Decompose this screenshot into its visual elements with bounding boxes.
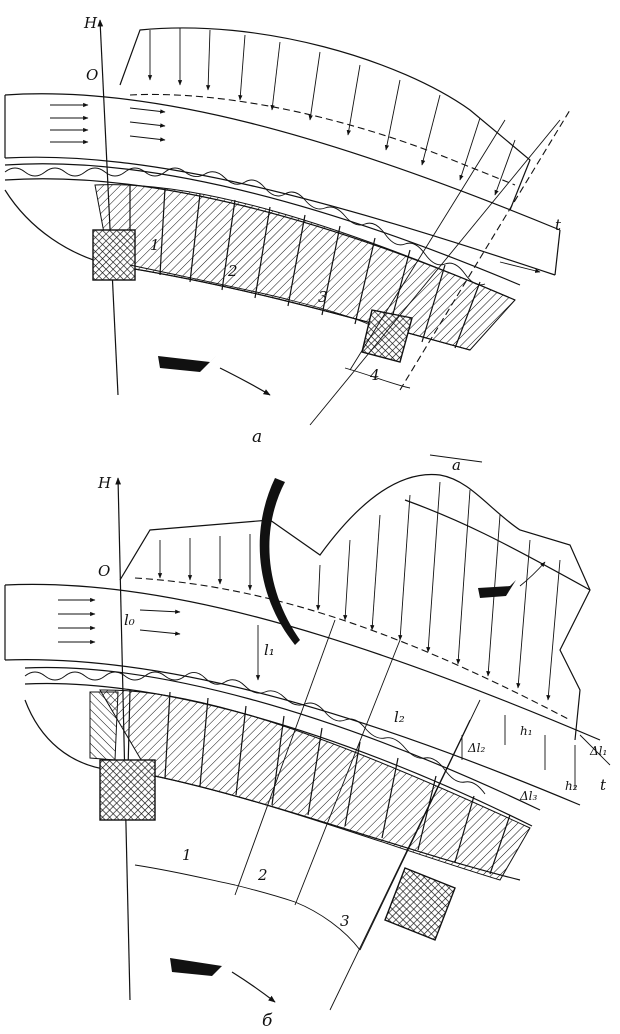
rotation-indicator-b [170, 958, 228, 976]
zone-dim-arc [129, 264, 291, 301]
zone-dim-arc-b [134, 864, 236, 886]
rotation-arrow [219, 367, 271, 396]
cord-wave-b [24, 671, 486, 795]
zone-3-label: 3 [318, 288, 328, 306]
rotation-arrow-b [231, 971, 276, 1003]
label-a: a [452, 456, 461, 474]
teeth-band [94, 184, 516, 351]
right-dimensions [461, 715, 611, 790]
load-dashed-line [129, 93, 516, 186]
support-block-right [361, 309, 413, 363]
tooth-dividers-b [127, 689, 511, 875]
axis-h-label-b: H [97, 474, 112, 492]
cord-top-b [24, 666, 541, 811]
load-arrows [147, 28, 516, 196]
label-dl1: Δl₁ [589, 744, 607, 758]
label-h2: h₂ [565, 779, 578, 793]
cord-wave [4, 167, 486, 286]
tooth-dividers [129, 185, 481, 349]
support-block-left-b [99, 759, 156, 821]
panel-b: H O a [4, 454, 611, 1031]
zone-2-label-b: 2 [257, 866, 268, 884]
axis-h-line-b [115, 477, 131, 1001]
zone-3-label-b: 3 [340, 912, 350, 930]
rim-arc-b-left [24, 699, 111, 771]
cord-top [4, 163, 521, 286]
axis-h-label: H [83, 14, 98, 32]
caption-a: а [252, 427, 262, 447]
belt-top [4, 93, 561, 231]
zone-2-label: 2 [227, 262, 238, 280]
label-h1: h₁ [520, 724, 533, 738]
belt-top-b [4, 583, 601, 741]
support-block-right-b [384, 867, 456, 941]
axis-t-label: t [555, 216, 562, 234]
belt-bottom-b [4, 659, 581, 806]
caption-b: б [262, 1011, 273, 1031]
origin-label: O [86, 66, 98, 84]
origin-label-b: O [98, 562, 110, 580]
radial-line-b [329, 719, 471, 1011]
label-dl2: Δl₂ [467, 741, 486, 755]
belt-bottom [4, 156, 556, 276]
label-dl3: Δl₃ [519, 789, 538, 803]
flow-arrows [50, 102, 541, 273]
axis-t-label-b: t [600, 776, 607, 794]
radial-line-2 [309, 119, 561, 426]
label-l2: l₂ [394, 708, 405, 726]
zone-1-label: 1 [150, 236, 160, 254]
flow-arrows-b [58, 597, 181, 645]
load-envelope-b [119, 473, 591, 741]
support-block-left [92, 229, 136, 281]
label-l1: l₁ [264, 641, 275, 659]
zone-4-label: 4 [369, 366, 380, 384]
panel-a: H O [4, 14, 571, 447]
pressure-shoe [259, 478, 300, 645]
load-envelope [119, 27, 531, 211]
radial-line-1 [349, 119, 506, 371]
label-l0: l₀ [124, 611, 135, 629]
rotation-indicator [158, 356, 216, 372]
zone-1-label-b: 1 [182, 846, 192, 864]
load-dashed-b [134, 577, 571, 721]
